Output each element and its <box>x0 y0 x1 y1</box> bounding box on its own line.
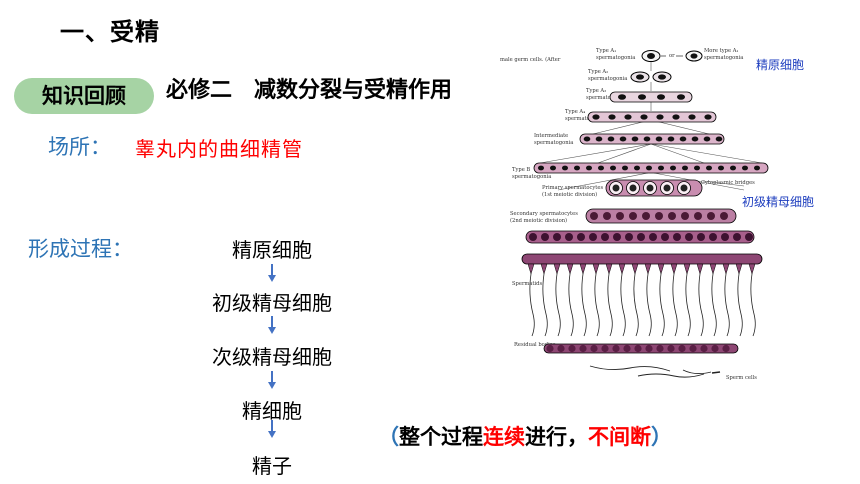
diagram-label-type-b: Type B <box>512 167 530 173</box>
cell-row-spermatids-elongating <box>521 253 763 337</box>
cell-row-secondary <box>585 208 737 224</box>
diagram-label-sperm-cells: Sperm cells <box>726 375 757 381</box>
diagram-label-primary-sub: (1st meiotic division) <box>542 191 597 198</box>
section-title: 一、受精 <box>60 18 160 46</box>
diagram-label-intermediate-sub: spermatogonia <box>534 140 573 146</box>
diagram-label-type-a3-sub: spermatogonia <box>586 95 625 101</box>
location-label: 场所： <box>48 135 111 159</box>
diagram-label-type-a1-sub: spermatogonia <box>596 55 635 61</box>
sperm-cells <box>589 365 721 378</box>
arrow-down-icon <box>268 316 276 334</box>
note-text-2: 进行， <box>525 425 588 449</box>
stage-primary-spermatocyte: 初级精母细胞 <box>212 291 332 315</box>
cell-row-a3 <box>609 91 693 103</box>
diagram-label-male-germ: male germ cells. (After <box>500 56 561 63</box>
continuity-note: （整个过程连续进行，不间断） <box>378 421 672 451</box>
diagram-label-type-a1: Type A₁ <box>596 48 616 54</box>
note-paren-close: ） <box>651 425 672 449</box>
diagram-label-secondary-sub: (2nd meiotic division) <box>510 217 567 224</box>
diagram-label-spermatids: Spermatids <box>512 281 543 287</box>
diagram-label-primary: Primary spermatocytes <box>542 185 603 191</box>
diagram-label-residual: Residual bodies <box>514 342 556 348</box>
cell-row-spermatid-round <box>525 230 755 244</box>
process-label: 形成过程： <box>28 237 133 261</box>
diagram-label-more-type-a1: More type A₁ <box>704 48 739 54</box>
note-text-1: 整个过程 <box>399 425 483 449</box>
cell-row-a1 <box>641 50 703 62</box>
stage-sperm: 精子 <box>252 454 292 478</box>
stage-spermatid: 精细胞 <box>242 399 302 423</box>
stage-spermatogonium: 精原细胞 <box>232 238 312 262</box>
review-badge: 知识回顾 <box>14 78 154 114</box>
arrow-down-icon <box>268 371 276 389</box>
stage-secondary-spermatocyte: 次级精母细胞 <box>212 345 332 369</box>
annotation-spermatogonium: 精原细胞 <box>756 58 805 72</box>
diagram-label-or: or <box>669 53 675 59</box>
diagram-label-type-a3: Type A₃ <box>586 88 606 94</box>
diagram-label-type-a4-sub: spermatogonia <box>565 116 604 122</box>
diagram-label-secondary: Secondary spermatocytes <box>510 211 578 217</box>
diagram-label-cytoplasmic-bridges: Cytoplasmic bridges <box>701 180 755 186</box>
location-value: 睾丸内的曲细精管 <box>135 137 303 161</box>
arrow-down-icon <box>268 264 276 282</box>
diagram-label-type-b-sub: spermatogonia <box>512 174 551 180</box>
cell-row-type-b <box>533 162 769 174</box>
note-highlight-continuous: 连续 <box>483 425 525 449</box>
cell-row-primary <box>605 179 703 197</box>
note-highlight-uninterrupted: 不间断 <box>588 425 651 449</box>
diagram-label-type-a4: Type A₄ <box>565 109 585 115</box>
cell-row-a2 <box>630 71 672 83</box>
spermatogenesis-diagram: male germ cells. (After Type A₁ spermato… <box>500 48 769 381</box>
diagram-label-type-a2-sub: spermatogonia <box>588 76 627 82</box>
annotation-primary-spermatocyte: 初级精母细胞 <box>742 195 815 209</box>
diagram-label-intermediate: Intermediate <box>534 133 568 139</box>
arrow-down-icon <box>268 420 276 438</box>
cell-row-intermediate <box>579 133 725 145</box>
cell-row-a4 <box>587 111 717 123</box>
diagram-label-more-type-a1-sub: spermatogonia <box>704 55 743 61</box>
cell-row-residual-bodies <box>543 343 739 354</box>
diagram-label-type-a2: Type A₂ <box>588 69 608 75</box>
note-paren-open: （ <box>378 425 399 449</box>
review-subject: 必修二 减数分裂与受精作用 <box>166 78 453 103</box>
